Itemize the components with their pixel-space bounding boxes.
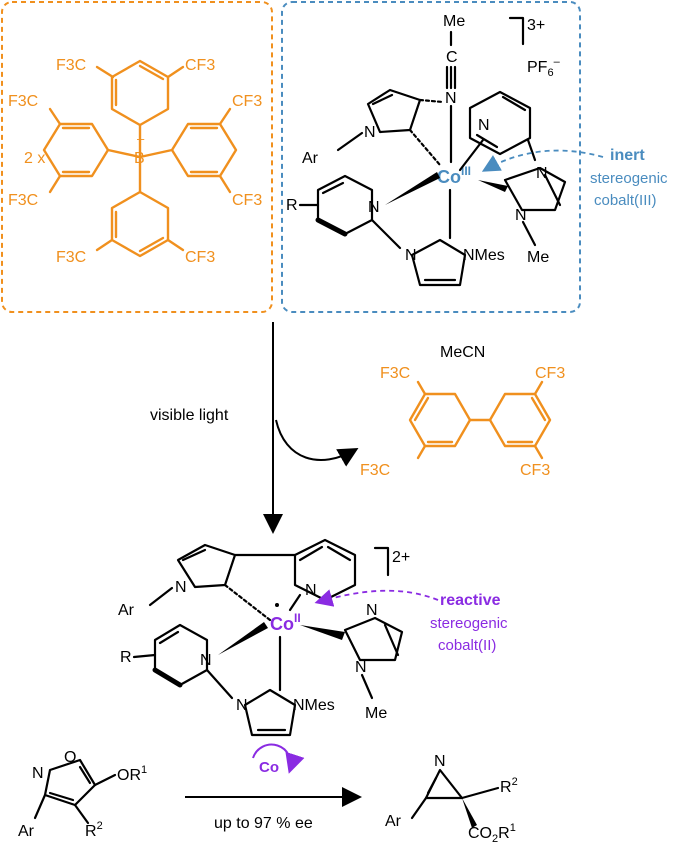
co2-ar-label: Ar bbox=[118, 602, 135, 619]
co2-wedge-2 bbox=[218, 622, 268, 655]
inert-label: inert bbox=[610, 147, 645, 164]
inert-arrow bbox=[481, 149, 604, 172]
svg-text:CF3: CF3 bbox=[535, 365, 565, 382]
boron-label: B bbox=[134, 150, 145, 167]
or1-label: OR1 bbox=[117, 764, 147, 784]
mecn-label: MeCN bbox=[440, 344, 485, 361]
product-ester: CO2R1 bbox=[468, 822, 516, 845]
cobalt-iii-box: Me C N 3+ PF6– N Ar N CoIII N N Me bbox=[281, 1, 668, 313]
cobalt-iii-annotation: cobalt(III) bbox=[594, 192, 657, 209]
azirine-product: N Ar R2 CO2R1 bbox=[385, 753, 518, 845]
isoxazole-n: N bbox=[32, 765, 44, 782]
cf3-left-lower: F3C bbox=[8, 192, 38, 209]
borate-box: 2 x B – F3C CF3 F3C CF3 F3C CF3 F3C CF3 bbox=[1, 1, 273, 313]
nitrile-n: N bbox=[445, 90, 457, 107]
borate-frame bbox=[1, 1, 273, 313]
cf3-right-lower: CF3 bbox=[232, 192, 262, 209]
cobalt-iii-label: CoIII bbox=[437, 164, 471, 187]
byproduct-arrow bbox=[275, 419, 359, 467]
svg-text:CF3: CF3 bbox=[185, 57, 215, 74]
svg-text:F3C: F3C bbox=[8, 192, 38, 209]
co2-me-label: Me bbox=[365, 705, 387, 722]
svg-text:CF3: CF3 bbox=[232, 93, 262, 110]
co2-lower-pyr-n: N bbox=[200, 652, 212, 669]
cobalt-iii-frame bbox=[281, 1, 581, 313]
lower-pyr-n: N bbox=[368, 199, 380, 216]
mes-label: NMes bbox=[463, 247, 505, 264]
wedge-bond-2 bbox=[385, 172, 440, 205]
cf3-bottom-right: CF3 bbox=[185, 249, 215, 266]
svg-text:F3C: F3C bbox=[360, 462, 390, 479]
product-ar: Ar bbox=[385, 813, 402, 830]
right-imid-n2: N bbox=[515, 207, 527, 224]
reactant-r2: R2 bbox=[85, 820, 103, 840]
charge-3plus: 3+ bbox=[527, 17, 545, 34]
cf3-bottom-left: F3C bbox=[56, 249, 86, 266]
radical-dot bbox=[275, 603, 279, 607]
svg-text:CF3: CF3 bbox=[520, 462, 550, 479]
right-imid-n: N bbox=[536, 165, 548, 182]
catalyst-label: Co bbox=[259, 759, 279, 776]
product-r2: R2 bbox=[500, 776, 518, 796]
cf3-right-upper: CF3 bbox=[232, 93, 262, 110]
cobalt-ii-complex: 2+ N Ar N CoII N N Me N R N NMes bbox=[118, 538, 508, 737]
reactive-arrow bbox=[314, 589, 439, 607]
reactant-ar: Ar bbox=[18, 823, 35, 840]
stereogenic-label: stereogenic bbox=[590, 170, 668, 187]
svg-text:CF3: CF3 bbox=[232, 192, 262, 209]
cf3-left-upper: F3C bbox=[8, 93, 38, 110]
co2-bottom-n: N bbox=[236, 697, 248, 714]
co2-imid-n: N bbox=[175, 579, 187, 596]
nitrile-c: C bbox=[446, 49, 458, 66]
product-n: N bbox=[434, 753, 446, 770]
biaryl-byproduct: F3C CF3 F3C CF3 bbox=[360, 365, 565, 479]
svg-text:F3C: F3C bbox=[56, 249, 86, 266]
co2-mes-label: NMes bbox=[293, 697, 335, 714]
pyr-n: N bbox=[478, 117, 490, 134]
ee-label: up to 97 % ee bbox=[214, 815, 313, 832]
reactive-label: reactive bbox=[440, 592, 501, 609]
imid-n: N bbox=[364, 124, 376, 141]
cobalt-ii-annotation: cobalt(II) bbox=[438, 637, 496, 654]
co2-right-n2: N bbox=[355, 659, 367, 676]
r-label: R bbox=[286, 197, 298, 214]
isoxazole-reactant: N O OR1 Ar R2 bbox=[18, 749, 147, 840]
ar-label: Ar bbox=[302, 150, 319, 167]
catalytic-cycle-arrow bbox=[252, 743, 305, 774]
visible-light-label: visible light bbox=[150, 407, 229, 424]
axial-me: Me bbox=[443, 13, 465, 30]
me-label: Me bbox=[527, 249, 549, 266]
cf3-top-left: F3C bbox=[56, 57, 86, 74]
isoxazole-o: O bbox=[64, 749, 76, 766]
co2-pyr-n: N bbox=[305, 582, 317, 599]
svg-text:CF3: CF3 bbox=[185, 249, 215, 266]
svg-text:F3C: F3C bbox=[380, 365, 410, 382]
svg-text:F3C: F3C bbox=[8, 93, 38, 110]
co2-wedge bbox=[300, 625, 345, 640]
co2-stereogenic-label: stereogenic bbox=[430, 615, 508, 632]
boron-charge: – bbox=[137, 131, 145, 146]
bottom-imid-n: N bbox=[405, 247, 417, 264]
cf3-top-right: CF3 bbox=[185, 57, 215, 74]
co2-right-n: N bbox=[366, 602, 378, 619]
wedge-bond bbox=[478, 180, 508, 192]
svg-text:F3C: F3C bbox=[56, 57, 86, 74]
charge-2plus: 2+ bbox=[392, 549, 410, 566]
counterion: PF6– bbox=[527, 56, 561, 79]
co2-r-label: R bbox=[120, 649, 132, 666]
product-wedge bbox=[462, 798, 477, 828]
multiplier-label: 2 x bbox=[24, 150, 45, 167]
cobalt-ii-label: CoII bbox=[270, 611, 301, 634]
